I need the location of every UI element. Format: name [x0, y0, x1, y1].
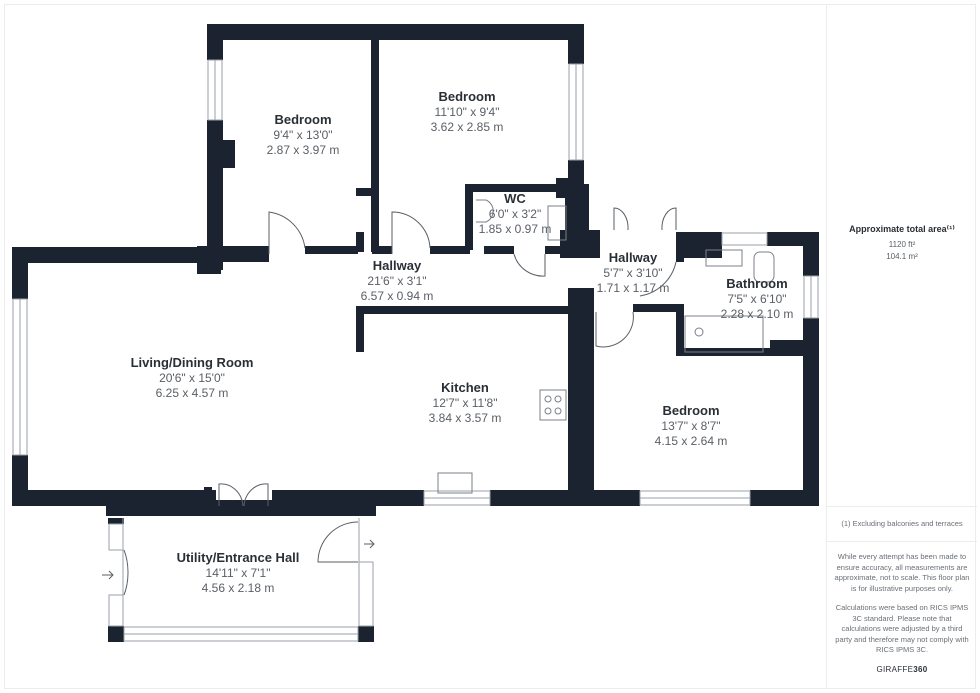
room-metric: 6.57 x 0.94 m — [360, 289, 434, 303]
room-imperial: 12'7" x 11'8" — [432, 396, 498, 410]
room-imperial: 11'10" x 9'4" — [434, 105, 500, 119]
room-name: Hallway — [372, 258, 422, 273]
area-m: 104.1 m² — [886, 252, 918, 261]
room-name: Bedroom — [274, 112, 332, 127]
total-area: Approximate total area⁽¹⁾ 1120 ft² 104.1… — [827, 224, 977, 261]
room-name: Kitchen — [441, 380, 489, 395]
room-name: Bathroom — [726, 276, 788, 291]
room-imperial: 14'11" x 7'1" — [205, 566, 271, 580]
disclaimer-calculations: Calculations were based on RICS IPMS 3C … — [835, 603, 969, 654]
brand-number: 360 — [913, 664, 928, 674]
room-hallway-2: Hallway 5'7" x 3'10" 1.71 x 1.17 m — [597, 250, 670, 296]
room-metric: 6.25 x 4.57 m — [155, 386, 229, 400]
room-living-dining: Living/Dining Room 20'6" x 15'0" 6.25 x … — [131, 355, 254, 401]
basin-icon — [705, 249, 743, 267]
area-ft: 1120 ft² — [888, 240, 916, 249]
brand-name: GIRAFFE — [876, 664, 914, 674]
room-bedroom-3: Bedroom 13'7" x 8'7" 4.15 x 2.64 m — [655, 403, 728, 449]
bath-icon — [684, 315, 764, 353]
room-metric: 3.62 x 2.85 m — [430, 120, 504, 134]
hob-icon — [539, 389, 567, 421]
room-metric: 4.56 x 2.18 m — [201, 581, 275, 595]
floor-plan-drawing — [12, 24, 819, 642]
room-name: Bedroom — [438, 89, 496, 104]
room-wc: WC 6'0" x 3'2" 1.85 x 0.97 m — [479, 191, 552, 237]
room-imperial: 21'6" x 3'1" — [367, 274, 427, 288]
sink-icon — [437, 472, 473, 494]
doors — [102, 207, 677, 596]
wc-toilet-icon — [476, 199, 494, 223]
room-name: Hallway — [608, 250, 658, 265]
disclaimer-accuracy: While every attempt has been made to ens… — [834, 552, 970, 593]
room-imperial: 6'0" x 3'2" — [488, 207, 542, 221]
room-name: Bedroom — [662, 403, 720, 418]
toilet-icon — [753, 251, 775, 283]
floor-plan: Bedroom 9'4" x 13'0" 2.87 x 3.97 m Bedro… — [12, 24, 819, 642]
room-kitchen: Kitchen 12'7" x 11'8" 3.84 x 3.57 m — [429, 380, 502, 426]
room-imperial: 9'4" x 13'0" — [273, 128, 333, 142]
room-imperial: 7'5" x 6'10" — [727, 292, 787, 306]
room-imperial: 20'6" x 15'0" — [159, 371, 225, 385]
wc-basin-icon — [547, 205, 567, 241]
room-utility-entrance: Utility/Entrance Hall 14'11" x 7'1" 4.56… — [177, 550, 300, 596]
room-metric: 1.85 x 0.97 m — [478, 222, 552, 236]
brand-logo: GIRAFFE360 — [833, 665, 971, 676]
room-name: WC — [504, 191, 526, 206]
fixtures — [437, 199, 775, 494]
room-hallway-1: Hallway 21'6" x 3'1" 6.57 x 0.94 m — [361, 258, 434, 304]
room-metric: 2.28 x 2.10 m — [720, 307, 794, 321]
room-metric: 3.84 x 3.57 m — [428, 411, 502, 425]
room-imperial: 5'7" x 3'10" — [603, 266, 663, 280]
windows — [12, 59, 819, 642]
room-name: Living/Dining Room — [130, 355, 254, 370]
room-imperial: 13'7" x 8'7" — [661, 419, 721, 433]
walls — [12, 24, 819, 642]
info-panel: Approximate total area⁽¹⁾ 1120 ft² 104.1… — [826, 4, 977, 689]
room-metric: 2.87 x 3.97 m — [266, 143, 340, 157]
room-metric: 1.71 x 1.17 m — [596, 281, 670, 295]
room-metric: 4.15 x 2.64 m — [654, 434, 728, 448]
room-bathroom: Bathroom 7'5" x 6'10" 2.28 x 2.10 m — [721, 276, 794, 322]
disclaimer: While every attempt has been made to ens… — [833, 552, 971, 675]
footnote: (1) Excluding balconies and terraces — [827, 506, 977, 542]
page-frame — [4, 4, 976, 689]
room-bedroom-2: Bedroom 11'10" x 9'4" 3.62 x 2.85 m — [431, 89, 504, 135]
area-title: Approximate total area⁽¹⁾ — [849, 224, 955, 234]
room-name: Utility/Entrance Hall — [176, 550, 300, 565]
room-bedroom-1: Bedroom 9'4" x 13'0" 2.87 x 3.97 m — [267, 112, 340, 158]
